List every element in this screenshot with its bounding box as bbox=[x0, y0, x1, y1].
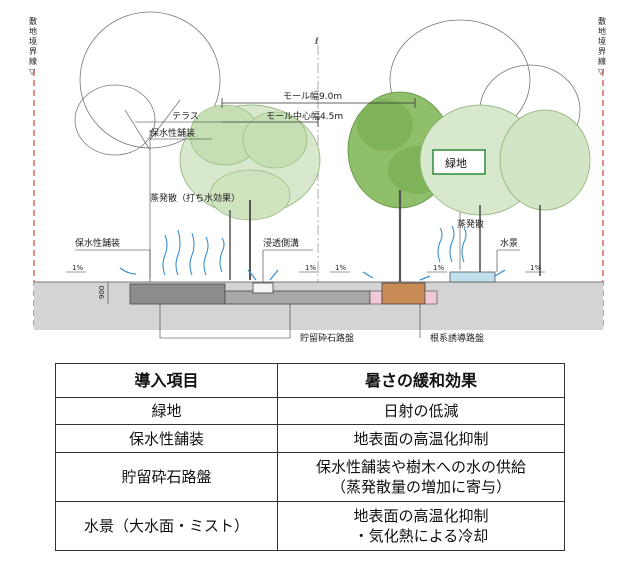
evaporation-sprinkle-label: 蒸発散（打ち水効果） bbox=[150, 192, 240, 204]
svg-text:境: 境 bbox=[29, 36, 37, 46]
table-row: 保水性舗装 地表面の高温化抑制 bbox=[55, 424, 565, 453]
storage-gravel-left bbox=[129, 283, 226, 305]
water-retentive-paving-top-label: 保水性舗装 bbox=[150, 127, 195, 139]
table-row: 貯留砕石路盤 保水性舗装や樹木への水の供給 （蒸発散量の増加に寄与） bbox=[55, 452, 565, 502]
svg-text:▽: ▽ bbox=[29, 67, 36, 76]
header-effect: 暑さの緩和効果 bbox=[277, 363, 565, 398]
infiltration-gutter-label: 浸透側溝 bbox=[263, 237, 299, 249]
svg-text:線: 線 bbox=[29, 56, 37, 66]
effects-table: 導入項目 暑さの緩和効果 緑地 日射の低減 保水性舗装 地表面の高温化抑制 貯留… bbox=[55, 363, 565, 551]
storage-gravel-label: 貯留砕石路盤 bbox=[300, 332, 354, 344]
table-row: 緑地 日射の低減 bbox=[55, 397, 565, 425]
row-item: 貯留砕石路盤 bbox=[55, 452, 278, 502]
root-zone-pink bbox=[369, 290, 383, 305]
left-boundary-label: 敷 地 境 界 線 ▽ bbox=[29, 16, 37, 76]
svg-text:境: 境 bbox=[598, 36, 606, 46]
water-retentive-paving-label: 保水性舗装 bbox=[75, 237, 120, 249]
effects-table-wrap: 導入項目 暑さの緩和効果 緑地 日射の低減 保水性舗装 地表面の高温化抑制 貯留… bbox=[55, 363, 565, 551]
cross-section-diagram: 敷 地 境 界 線 ▽ 敷 地 境 界 線 ▽ ℓ bbox=[29, 11, 606, 344]
depth-label: 900 bbox=[98, 286, 106, 299]
row-item: 水景（大水面・ミスト） bbox=[55, 501, 278, 551]
infiltration-gutter bbox=[252, 282, 274, 294]
mall-center-width-label: モール中心幅4.5m bbox=[266, 110, 343, 122]
terrace-label: テラス bbox=[172, 111, 199, 122]
row-effect: 日射の低減 bbox=[277, 397, 565, 425]
water-basin bbox=[449, 271, 496, 283]
svg-text:敷: 敷 bbox=[29, 16, 37, 26]
planting-box bbox=[381, 282, 426, 305]
svg-text:線: 線 bbox=[598, 56, 606, 66]
svg-text:1%: 1% bbox=[530, 264, 541, 272]
svg-text:1%: 1% bbox=[72, 264, 83, 272]
table-row: 水景（大水面・ミスト） 地表面の高温化抑制 ・気化熱による冷却 bbox=[55, 501, 565, 551]
right-tree-foliage bbox=[347, 91, 591, 282]
slope-marks: 1% 1% 1% 1% 1% bbox=[66, 264, 545, 273]
svg-text:地: 地 bbox=[598, 26, 606, 36]
svg-text:界: 界 bbox=[29, 47, 37, 56]
svg-text:1%: 1% bbox=[433, 264, 444, 272]
mall-center-width-dimension: モール中心幅4.5m bbox=[222, 110, 343, 127]
row-item: 緑地 bbox=[55, 397, 278, 425]
water-flow-arrows bbox=[119, 267, 506, 281]
header-item: 導入項目 bbox=[55, 363, 278, 398]
row-effect: 地表面の高温化抑制 ・気化熱による冷却 bbox=[277, 501, 565, 551]
root-zone-pink-right bbox=[424, 290, 438, 305]
evapotranspiration-label: 蒸発散 bbox=[457, 218, 484, 230]
mall-width-label: モール幅9.0m bbox=[283, 90, 342, 102]
row-item: 保水性舗装 bbox=[55, 424, 278, 453]
storage-gravel-center bbox=[224, 290, 371, 305]
svg-text:敷: 敷 bbox=[598, 16, 606, 26]
root-guide-label: 根系誘導路盤 bbox=[430, 332, 484, 344]
water-feature-label: 水景 bbox=[500, 237, 518, 249]
svg-text:1%: 1% bbox=[335, 264, 346, 272]
row-effect: 保水性舗装や樹木への水の供給 （蒸発散量の増加に寄与） bbox=[277, 452, 565, 502]
svg-text:1%: 1% bbox=[305, 264, 316, 272]
svg-text:地: 地 bbox=[29, 26, 37, 36]
row-effect: 地表面の高温化抑制 bbox=[277, 424, 565, 453]
left-tree-foliage bbox=[179, 104, 321, 280]
vapor-arrows bbox=[162, 225, 467, 276]
centerline-mark: ℓ bbox=[314, 37, 319, 47]
right-boundary-label: 敷 地 境 界 線 ▽ bbox=[598, 16, 606, 76]
svg-text:▽: ▽ bbox=[598, 67, 605, 76]
greenery-label-box bbox=[432, 149, 486, 175]
mall-width-dimension: モール幅9.0m bbox=[221, 90, 416, 108]
greenery-label: 緑地 bbox=[445, 156, 467, 170]
svg-text:界: 界 bbox=[598, 47, 606, 56]
ground-section bbox=[34, 282, 603, 330]
